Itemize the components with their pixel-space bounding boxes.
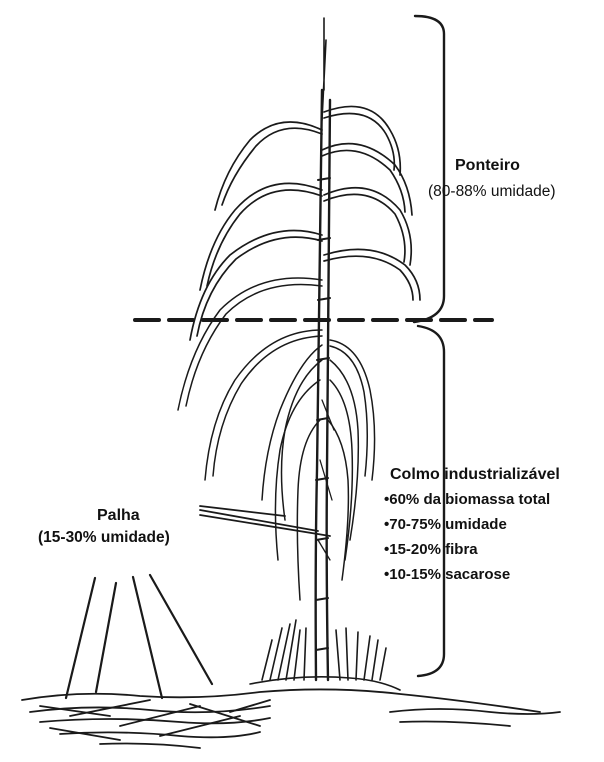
colmo-item-sucrose: •10-15% sacarose: [384, 565, 550, 590]
colmo-title: Colmo industrializável: [390, 466, 560, 484]
colmo-item-moisture: •70-75% umidade: [384, 515, 550, 540]
bracket-ponteiro: [414, 16, 444, 322]
lower-leaves: [178, 278, 375, 600]
palha-title: Palha: [97, 507, 140, 525]
base-clump: [250, 620, 400, 690]
colmo-properties-list: •60% da biomassa total •70-75% umidade •…: [384, 490, 550, 590]
ponteiro-moisture: (80-88% umidade): [428, 183, 556, 201]
palha-pointer-lines: [200, 506, 330, 536]
cane-stalk: [316, 90, 334, 680]
palha-ground-lines: [66, 575, 212, 698]
ground-straw: [22, 689, 560, 748]
ponteiro-title: Ponteiro: [455, 157, 520, 175]
colmo-item-fiber: •15-20% fibra: [384, 540, 550, 565]
palha-moisture: (15-30% umidade): [38, 529, 170, 547]
colmo-item-biomass: •60% da biomassa total: [384, 490, 550, 515]
